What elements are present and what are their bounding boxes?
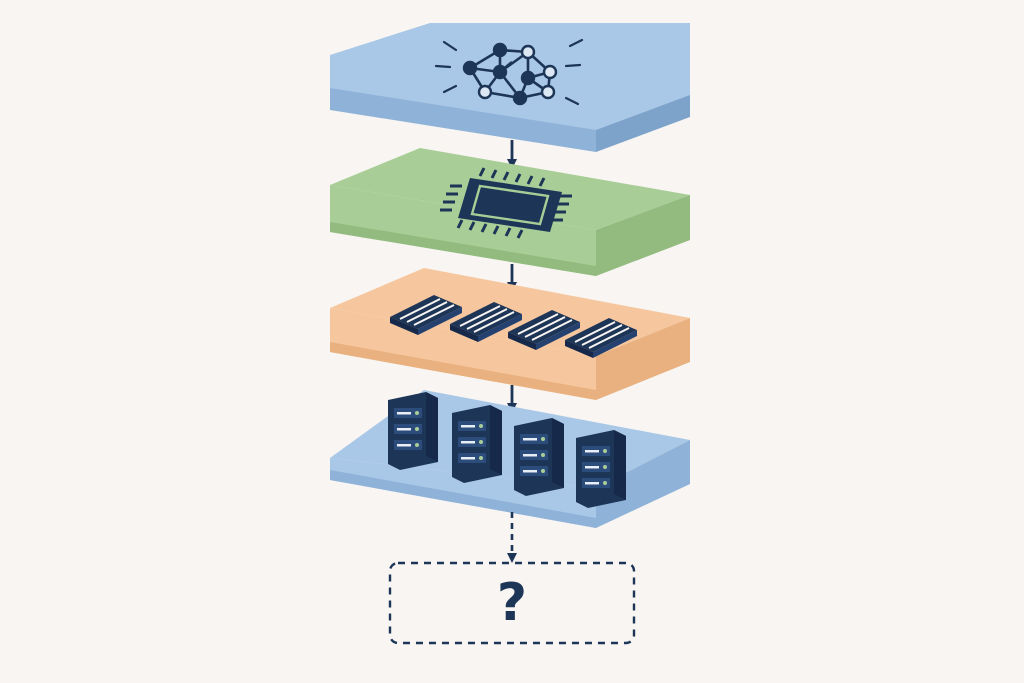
network-node — [520, 70, 536, 86]
network-node — [462, 60, 478, 76]
layer-side-face — [596, 195, 690, 276]
memory-module-icon — [390, 295, 462, 335]
layer-bottom-edge — [330, 470, 596, 528]
chip-die — [470, 184, 550, 226]
layer-front-face — [330, 88, 596, 152]
network-node — [542, 64, 558, 80]
server-rack-icon — [388, 392, 438, 470]
unknown-future-layer: ? — [388, 561, 636, 645]
layer-front-face — [330, 308, 596, 400]
memory-layer — [330, 268, 690, 400]
memory-module-icon — [565, 318, 637, 358]
network-node — [512, 90, 528, 106]
network-node — [477, 84, 493, 100]
dashed-placeholder-box — [388, 561, 636, 645]
memory-module-icon — [450, 302, 522, 342]
memory-modules — [390, 295, 637, 358]
layer-side-face — [596, 95, 690, 152]
network-node — [540, 84, 556, 100]
network-node — [492, 64, 508, 80]
processor-chip-icon — [440, 167, 572, 239]
layer-side-face — [596, 440, 690, 528]
server-layer — [330, 390, 690, 528]
layer-side-face — [596, 318, 690, 400]
server-rack-icon — [452, 405, 502, 483]
network-node — [520, 44, 536, 60]
server-rack-icon — [576, 430, 626, 508]
layer-front-face — [330, 185, 596, 276]
server-rack-icon — [514, 418, 564, 496]
layer-bottom-edge — [330, 222, 596, 276]
network-node — [492, 42, 508, 58]
network-layer — [330, 23, 690, 152]
memory-module-icon — [508, 310, 580, 350]
question-mark-label: ? — [497, 573, 527, 633]
server-racks — [388, 392, 626, 508]
network-nodes — [462, 42, 558, 106]
chip-layer — [330, 148, 690, 276]
layer-bottom-edge — [330, 342, 596, 400]
signal-rays — [434, 38, 584, 106]
